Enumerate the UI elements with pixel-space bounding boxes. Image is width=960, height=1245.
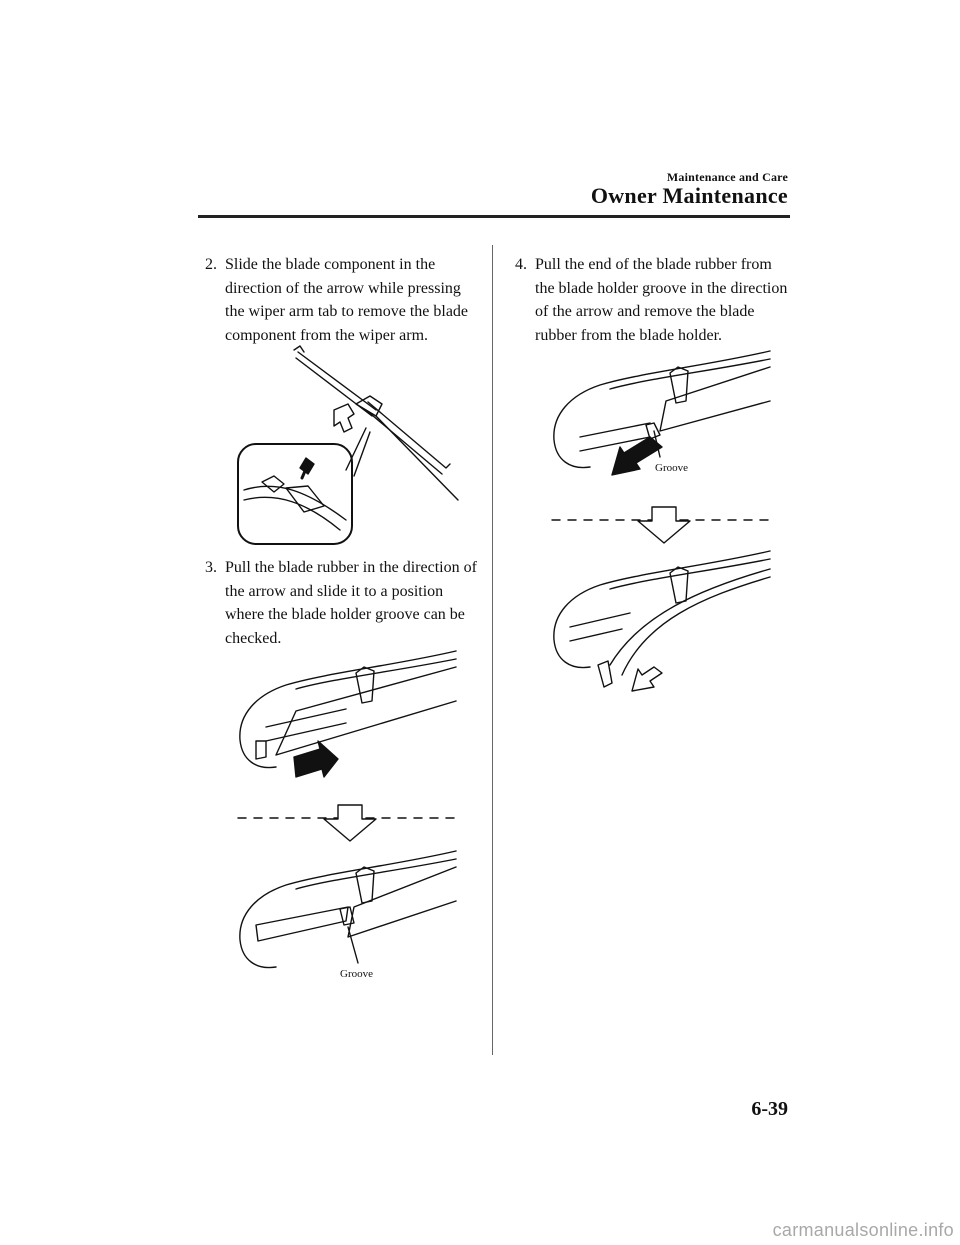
header-rule: [198, 215, 790, 218]
page-number: 6-39: [751, 1098, 788, 1120]
blade-rubber-removal-figure: [551, 350, 771, 692]
section-title: Owner Maintenance: [590, 183, 788, 208]
section-subheading: Maintenance and Care: [666, 170, 788, 184]
step-text: Pull the blade rubber in the direction o…: [225, 559, 477, 647]
step-4: 4. Pull the end of the blade rubber from…: [515, 253, 795, 347]
step-text: Pull the end of the blade rubber from th…: [535, 256, 788, 344]
step-text: Slide the blade component in the directi…: [225, 256, 469, 344]
step-number: 4.: [515, 256, 527, 273]
step-3: 3. Pull the blade rubber in the directio…: [205, 556, 480, 650]
groove-label: Groove: [340, 968, 373, 980]
step-number: 2.: [205, 256, 217, 273]
blade-rubber-slide-figure: [237, 650, 457, 969]
watermark: carmanualsonline.info: [772, 1220, 954, 1240]
step-number: 3.: [205, 559, 217, 576]
step-2: 2. Slide the blade component in the dire…: [205, 253, 480, 347]
groove-label: Groove: [655, 462, 688, 474]
wiper-arm-removal-figure: [237, 345, 459, 545]
column-divider: [492, 245, 493, 1055]
